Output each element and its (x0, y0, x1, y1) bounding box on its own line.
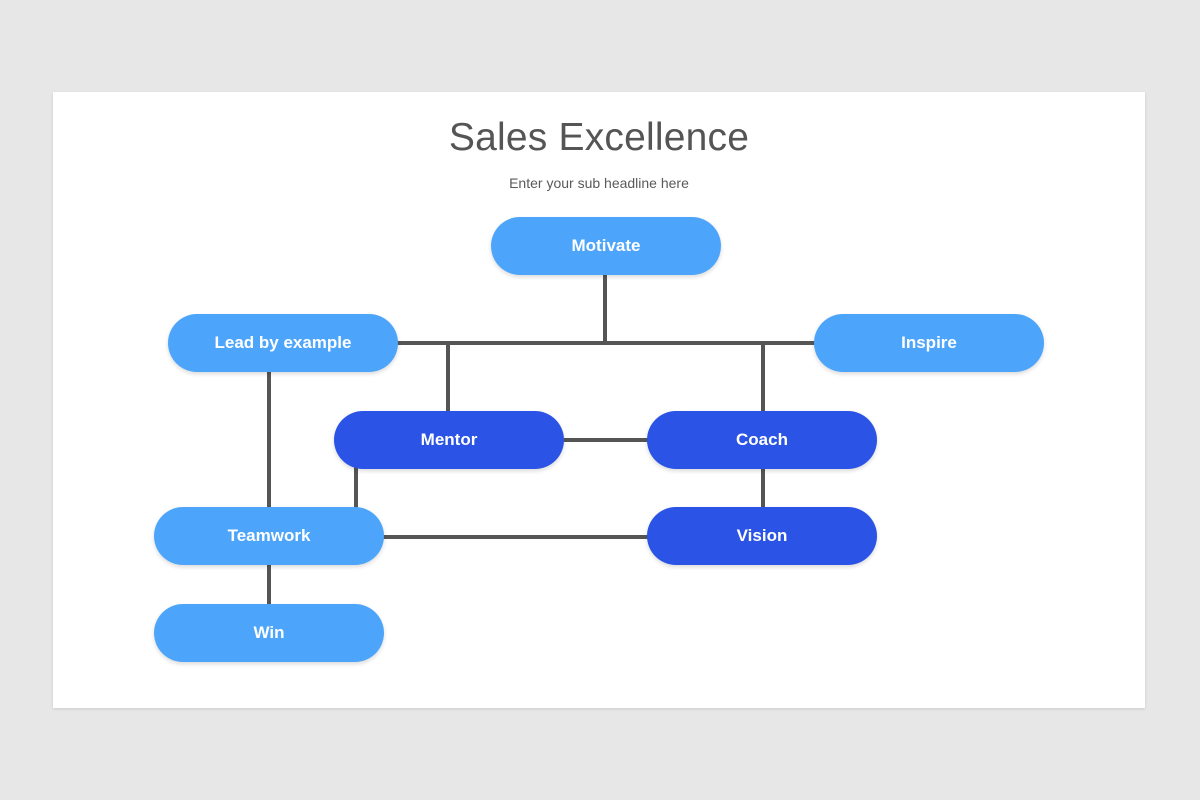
node-mentor: Mentor (334, 411, 564, 469)
node-inspire: Inspire (814, 314, 1044, 372)
node-coach: Coach (647, 411, 877, 469)
node-lead-by-example: Lead by example (168, 314, 398, 372)
slide-subtitle: Enter your sub headline here (509, 175, 689, 191)
node-teamwork: Teamwork (154, 507, 384, 565)
node-vision: Vision (647, 507, 877, 565)
node-win: Win (154, 604, 384, 662)
slide-title: Sales Excellence (448, 116, 750, 159)
node-motivate: Motivate (491, 217, 721, 275)
